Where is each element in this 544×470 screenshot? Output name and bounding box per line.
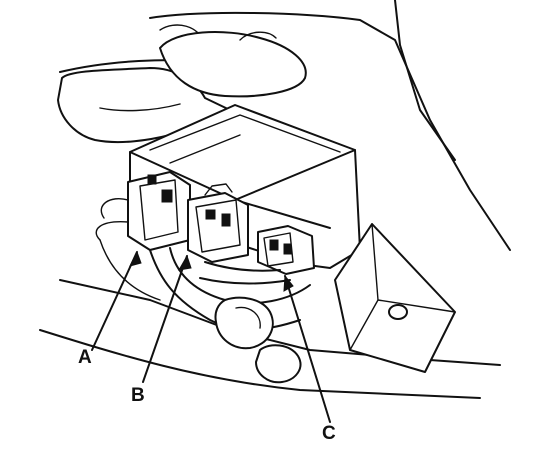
mounting-bracket — [334, 223, 456, 373]
leader-lines — [91, 250, 331, 423]
callout-label-a: A — [78, 347, 92, 368]
leader-line-a — [91, 251, 138, 351]
connector-c — [257, 225, 315, 275]
connector-a — [95, 171, 191, 251]
hand-outline — [57, 24, 307, 144]
arrowhead-a — [129, 250, 142, 267]
callout-label-c: C — [322, 423, 336, 444]
wire-harness — [99, 239, 311, 384]
leader-line-b — [142, 255, 188, 383]
connector-b — [187, 183, 249, 263]
arrowhead-b — [178, 254, 192, 271]
body-panel-outlines — [39, 0, 511, 399]
leader-line-c — [284, 275, 331, 423]
callout-label-b: B — [131, 385, 145, 406]
arrowhead-c — [283, 274, 294, 292]
